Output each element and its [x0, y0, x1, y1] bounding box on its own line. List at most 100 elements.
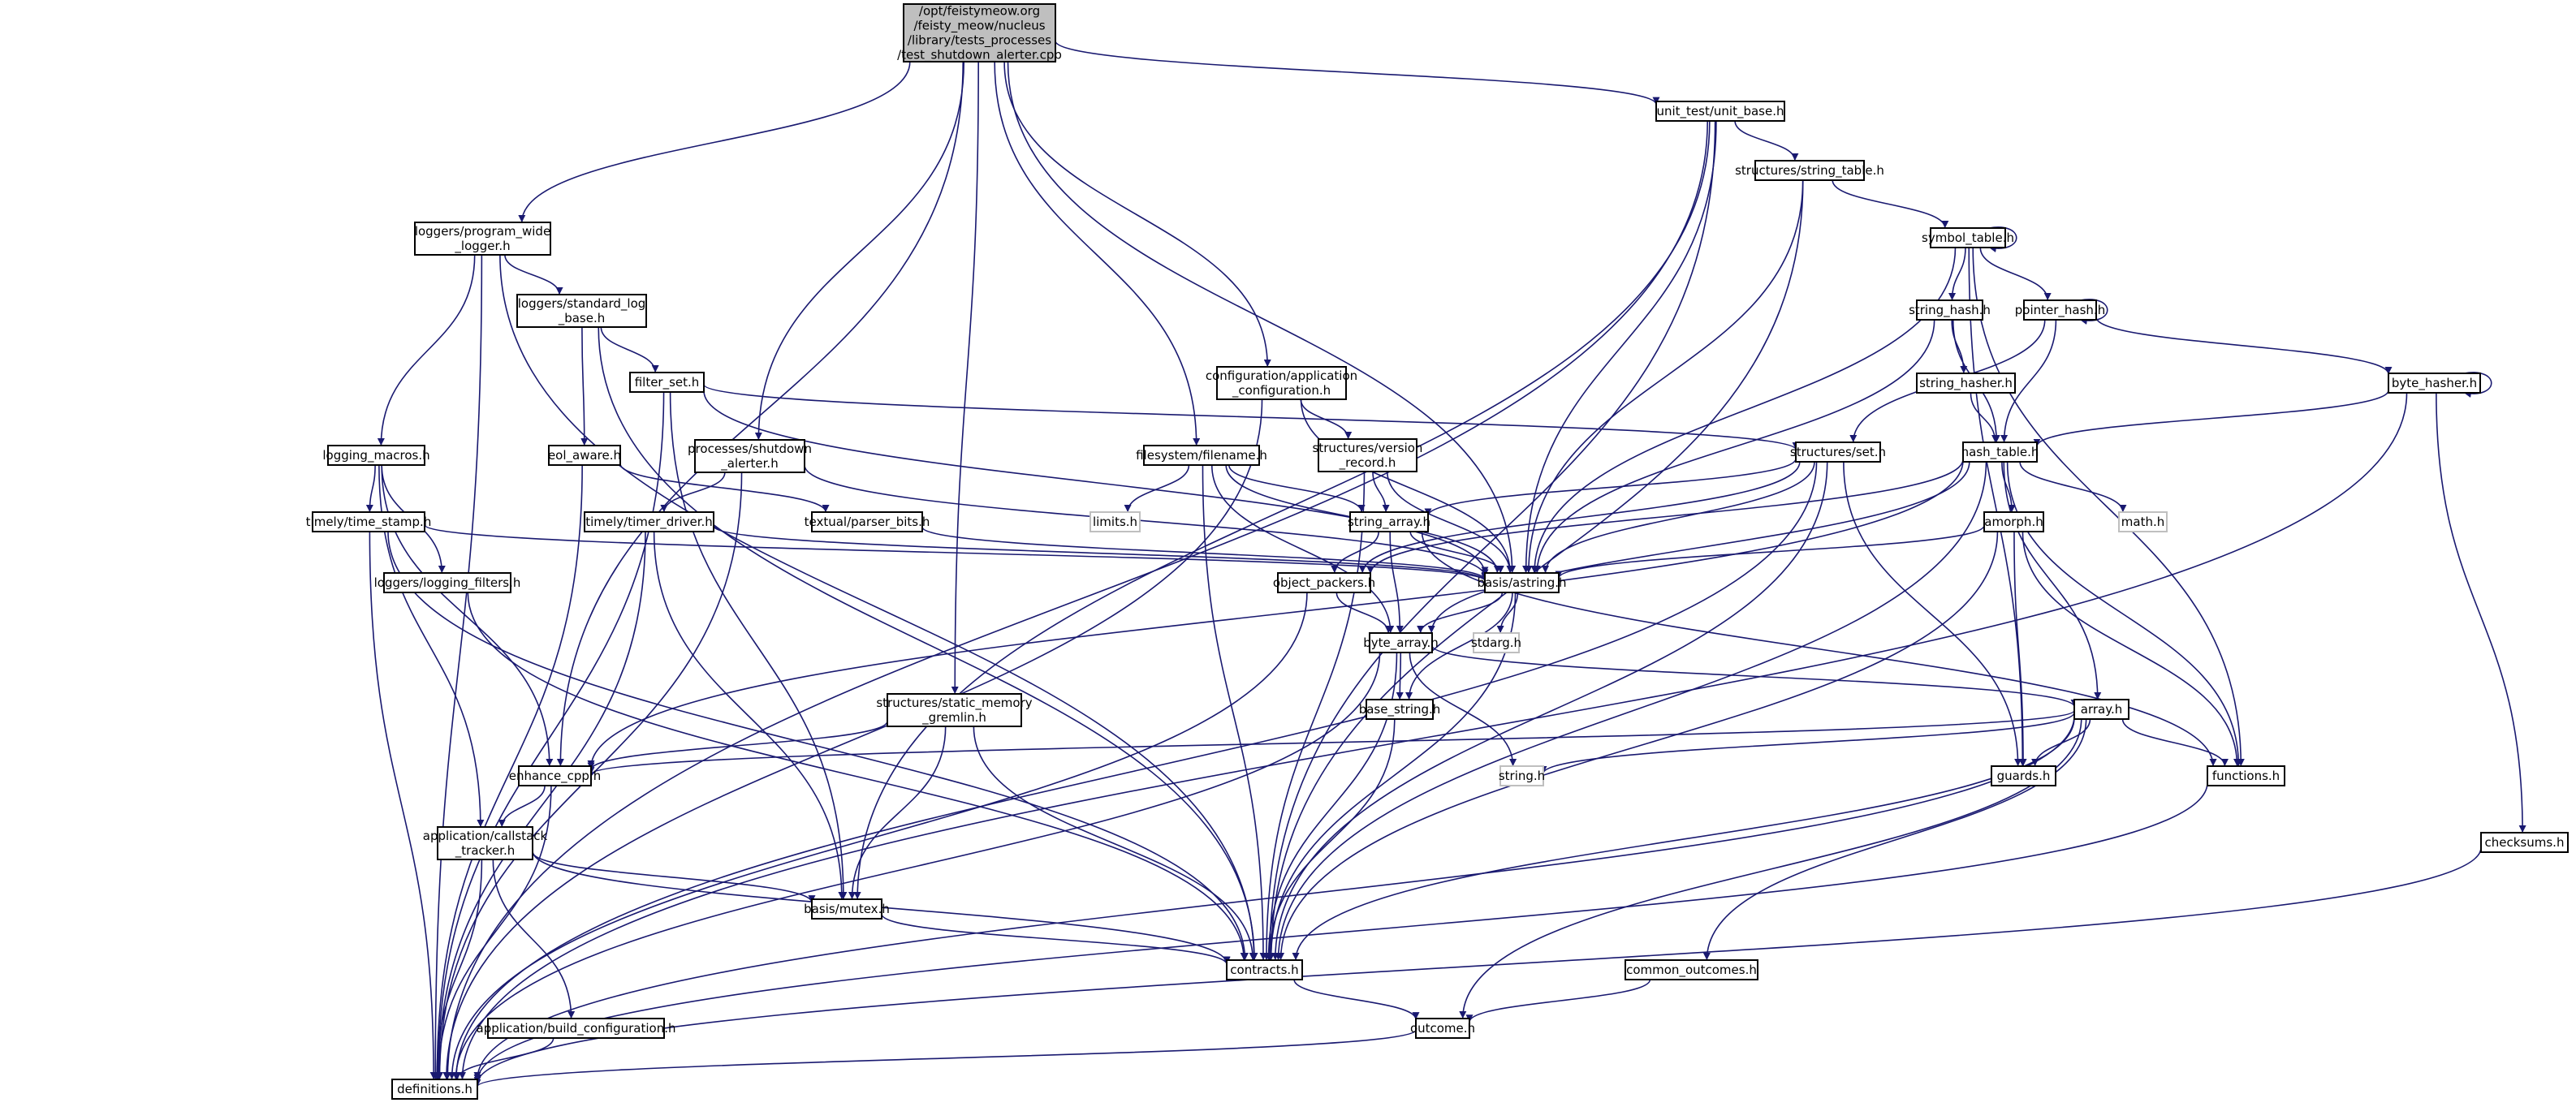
node-shutdown-alerter[interactable]: processes/shutdown_alerter.h [688, 439, 812, 473]
node-contracts[interactable]: contracts.h [1226, 959, 1303, 980]
node-box [887, 693, 1022, 727]
edge-root-to-unit_base [1055, 41, 1660, 105]
node-box [383, 572, 511, 593]
node-set[interactable]: structures/set.h [1790, 442, 1886, 463]
node-amorph[interactable]: amorph.h [1983, 511, 2044, 532]
node-box [1318, 438, 1417, 472]
edge-outcome-to-definitions [473, 1029, 1417, 1088]
edge-logging_macros-to-time_stamp [365, 464, 376, 513]
edge-array-to-common_outcomes [1702, 718, 2087, 961]
node-box [1216, 366, 1347, 400]
node-box [437, 826, 533, 860]
node-build-configuration[interactable]: application/build_configuration.h [477, 1018, 676, 1039]
edge-base_string-to-contracts [1266, 718, 1396, 961]
node-standard-log-base[interactable]: loggers/standard_log_base.h [516, 294, 647, 328]
node-string-table[interactable]: structures/string_table.h [1735, 160, 1884, 181]
node-common-outcomes[interactable]: common_outcomes.h [1625, 959, 1758, 980]
node-unit-base[interactable]: unit_test/unit_base.h [1655, 101, 1785, 122]
node-byte-array[interactable]: byte_array.h [1363, 632, 1439, 653]
node-logging-macros[interactable]: logging_macros.h [322, 445, 430, 466]
node-definitions[interactable]: definitions.h [391, 1079, 478, 1100]
node-mutex[interactable]: basis/mutex.h [804, 898, 890, 920]
node-box [1499, 765, 1544, 786]
edge-symbol_table-to-string_hash [1948, 247, 1966, 301]
node-checksums[interactable]: checksums.h [2480, 832, 2569, 853]
node-time-stamp[interactable]: timely/time_stamp.h [306, 511, 432, 532]
node-symbol-table[interactable]: symbol_table.h [1922, 227, 2014, 248]
node-array[interactable]: array.h [2073, 699, 2129, 720]
node-limits[interactable]: limits.h [1090, 511, 1141, 532]
node-box [518, 765, 592, 786]
node-guards[interactable]: guards.h [1991, 765, 2056, 786]
node-label: string_hash.h [1909, 303, 1991, 318]
node-box [1962, 442, 2038, 463]
node-callstack-tracker[interactable]: application/callstack_tracker.h [423, 826, 548, 860]
node-label: unit_test/unit_base.h [1656, 104, 1784, 119]
node-string-h[interactable]: string.h [1499, 765, 1545, 786]
edge-root-to-static_memory_gremlin [951, 61, 979, 695]
node-box [1349, 511, 1429, 532]
edge-logging_filters-to-contracts [467, 592, 1248, 961]
node-base-string[interactable]: base_string.h [1359, 699, 1441, 720]
edge-array-to-definitions [473, 715, 2075, 1080]
node-filter-set[interactable]: filter_set.h [629, 372, 705, 393]
node-program-wide-logger[interactable]: loggers/program_wide_logger.h [414, 222, 551, 256]
node-label: object_packers.h [1273, 575, 1375, 591]
node-pointer-hash[interactable]: pointer_hash.h [2015, 299, 2105, 321]
edge-byte_array-to-string_h [1409, 652, 1517, 767]
node-stdarg[interactable]: stdarg.h [1471, 632, 1521, 653]
node-functions[interactable]: functions.h [2207, 765, 2285, 786]
node-byte-hasher[interactable]: byte_hasher.h [2388, 373, 2481, 394]
node-astring[interactable]: basis/astring.h [1477, 572, 1567, 593]
node-filename[interactable]: filesystem/filename.h [1136, 445, 1267, 466]
node-box [1226, 959, 1303, 980]
node-static-memory-gremlin[interactable]: structures/static_memory_gremlin.h [876, 693, 1033, 727]
edge-symbol_table-to-pointer_hash [1979, 247, 2052, 301]
node-version-record[interactable]: structures/version_record.h [1313, 438, 1423, 472]
node-outcome[interactable]: outcome.h [1410, 1018, 1475, 1039]
node-enhance-cpp[interactable]: enhance_cpp.h [509, 765, 601, 786]
edge-array-to-functions [2121, 718, 2229, 767]
node-label: array.h [2081, 702, 2122, 717]
node-label: enhance_cpp.h [509, 769, 601, 784]
node-string-hasher[interactable]: string_hasher.h [1916, 373, 2016, 394]
node-box [694, 439, 805, 473]
node-object-packers[interactable]: object_packers.h [1273, 572, 1375, 593]
node-parser-bits[interactable]: textual/parser_bits.h [805, 511, 930, 532]
node-box [2207, 765, 2285, 786]
node-string-hash[interactable]: string_hash.h [1909, 299, 1991, 321]
node-box [1415, 1018, 1470, 1039]
node-root[interactable]: /opt/feistymeow.org/feisty_meow/nucleus/… [897, 3, 1062, 63]
edge-filter_set-to-mutex [669, 391, 848, 900]
node-label: stdarg.h [1471, 635, 1521, 650]
node-app-config[interactable]: configuration/application_configuration.… [1206, 366, 1357, 400]
node-timer-driver[interactable]: timely/timer_driver.h [584, 511, 714, 532]
node-label: eol_aware.h [548, 448, 621, 463]
edge-program_wide_logger-to-definitions [431, 254, 483, 1080]
edge-eol_aware-to-parser_bits [619, 463, 830, 513]
node-box [1754, 160, 1865, 181]
node-string-array[interactable]: string_array.h [1348, 511, 1430, 532]
edge-filename-to-string_array [1228, 464, 1366, 513]
node-label: /opt/feistymeow.org [919, 4, 1040, 19]
edge-string_table-to-astring [1525, 179, 1804, 574]
node-label: application/build_configuration.h [477, 1021, 676, 1036]
edge-amorph-to-astring [1555, 525, 1985, 579]
node-box [1983, 511, 2044, 532]
edge-hash_table-to-enhance_cpp [587, 460, 1964, 769]
edge-program_wide_logger-to-standard_log_base [504, 254, 563, 295]
edge-array-to-string_h [1539, 712, 2075, 774]
edge-parser_bits-to-astring [921, 526, 1489, 580]
node-logging-filters[interactable]: loggers/logging_filters.h [374, 572, 521, 593]
edge-root-to-enhance_cpp [556, 61, 964, 767]
edge-object_packers-to-byte_array [1335, 592, 1392, 634]
node-box [811, 511, 923, 532]
node-label: contracts.h [1230, 963, 1298, 977]
node-hash-table[interactable]: hash_table.h [1961, 442, 2039, 463]
edge-set-to-object_packers [1358, 461, 1801, 574]
node-box [1143, 445, 1260, 466]
node-math[interactable]: math.h [2118, 511, 2168, 532]
edge-time_stamp-to-contracts [387, 531, 1249, 961]
node-eol-aware[interactable]: eol_aware.h [548, 445, 621, 466]
